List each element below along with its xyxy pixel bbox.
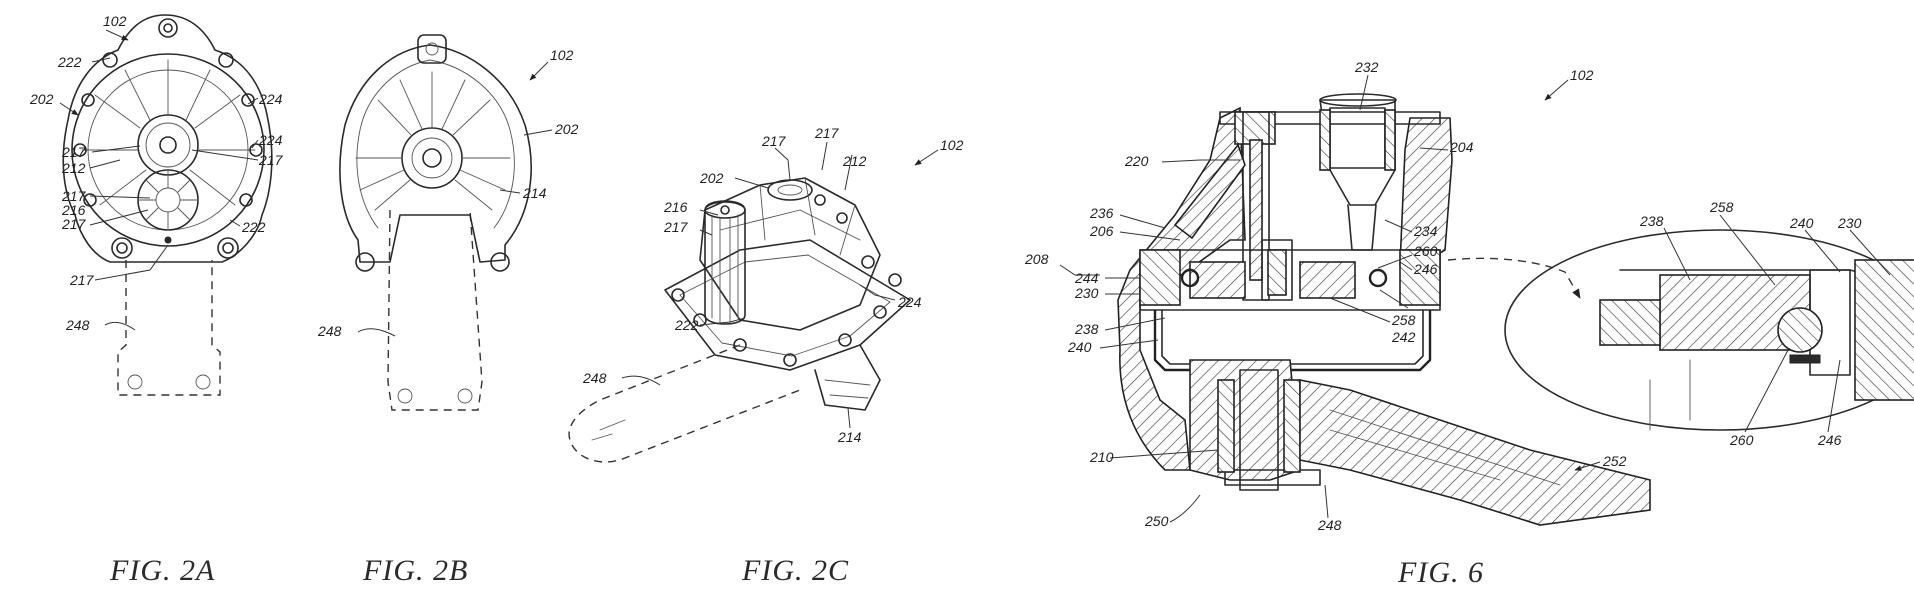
fig-6-caption: FIG. 6 bbox=[1397, 556, 1484, 589]
ref-label: 258 bbox=[1391, 312, 1416, 328]
ref-label: 220 bbox=[1124, 153, 1149, 169]
ref-label: 222 bbox=[57, 54, 82, 70]
ref-label: 202 bbox=[699, 170, 724, 186]
ref-label: 214 bbox=[837, 429, 862, 445]
fig-2c-drawing bbox=[568, 141, 939, 463]
ref-label: 258 bbox=[1709, 199, 1734, 215]
fig-2a-drawing bbox=[59, 14, 273, 396]
ref-label: 248 bbox=[317, 323, 342, 339]
ref-label: 250 bbox=[1144, 513, 1169, 529]
ref-label: 208 bbox=[1024, 251, 1049, 267]
ref-label: 230 bbox=[1837, 215, 1862, 231]
fig-2a-refs: 102 222 202 224 224 217 217 212 217 217 … bbox=[29, 13, 284, 333]
fig-2c-caption: FIG. 2C bbox=[741, 554, 849, 587]
ref-label: 232 bbox=[1354, 59, 1379, 75]
ref-label: 217 bbox=[761, 133, 787, 149]
ref-label: 217 bbox=[61, 144, 87, 160]
ref-label: 102 bbox=[550, 47, 574, 63]
ref-label: 248 bbox=[582, 370, 607, 386]
ref-label: 230 bbox=[1074, 285, 1099, 301]
ref-label: 216 bbox=[663, 199, 688, 215]
ref-label: 248 bbox=[1317, 517, 1342, 533]
ref-label: 217 bbox=[61, 216, 87, 232]
ref-label: 234 bbox=[1413, 223, 1438, 239]
ref-label: 202 bbox=[554, 121, 579, 137]
ref-label: 260 bbox=[1729, 432, 1754, 448]
fig-2b-drawing bbox=[339, 34, 553, 411]
ref-label: 214 bbox=[522, 185, 547, 201]
ref-label: 217 bbox=[258, 152, 284, 168]
ref-label: 240 bbox=[1067, 339, 1092, 355]
ref-label: 222 bbox=[241, 219, 266, 235]
fig-6-refs: 232 102 220 204 236 206 234 260 208 244 … bbox=[1024, 59, 1862, 533]
ref-label: 246 bbox=[1413, 261, 1438, 277]
ref-label: 246 bbox=[1817, 432, 1842, 448]
ref-label: 102 bbox=[1570, 67, 1594, 83]
ref-label: 224 bbox=[258, 132, 283, 148]
ref-label: 224 bbox=[897, 294, 922, 310]
fig-2a-caption: FIG. 2A bbox=[109, 554, 215, 587]
ref-label: 217 bbox=[663, 219, 689, 235]
ref-label: 212 bbox=[61, 160, 86, 176]
ref-label: 224 bbox=[258, 91, 283, 107]
ref-label: 217 bbox=[814, 125, 840, 141]
ref-label: 240 bbox=[1789, 215, 1814, 231]
fig-2b-caption: FIG. 2B bbox=[362, 554, 468, 587]
ref-label: 252 bbox=[1602, 453, 1627, 469]
ref-label: 210 bbox=[1089, 449, 1114, 465]
ref-label: 236 bbox=[1089, 205, 1114, 221]
ref-label: 212 bbox=[842, 153, 867, 169]
detail-circle bbox=[1504, 229, 1914, 431]
fig-2b-refs: 102 202 214 248 bbox=[317, 47, 579, 339]
ref-label: 204 bbox=[1449, 139, 1474, 155]
ref-label: 244 bbox=[1074, 270, 1099, 286]
ref-label: 248 bbox=[65, 317, 90, 333]
ref-label: 217 bbox=[61, 188, 87, 204]
ref-label: 102 bbox=[940, 137, 964, 153]
fig-6-drawing bbox=[1059, 74, 1914, 526]
ref-label: 222 bbox=[674, 317, 699, 333]
ref-label: 238 bbox=[1639, 213, 1664, 229]
ref-label: 260 bbox=[1413, 243, 1438, 259]
ref-label: 102 bbox=[103, 13, 127, 29]
ref-label: 242 bbox=[1391, 329, 1416, 345]
fig-2c-refs: 217 217 212 102 202 216 217 224 222 248 … bbox=[582, 125, 964, 445]
ref-label: 206 bbox=[1089, 223, 1114, 239]
ref-label: 217 bbox=[69, 272, 95, 288]
ref-label: 238 bbox=[1074, 321, 1099, 337]
ref-label: 202 bbox=[29, 91, 54, 107]
ref-label: 216 bbox=[61, 202, 86, 218]
